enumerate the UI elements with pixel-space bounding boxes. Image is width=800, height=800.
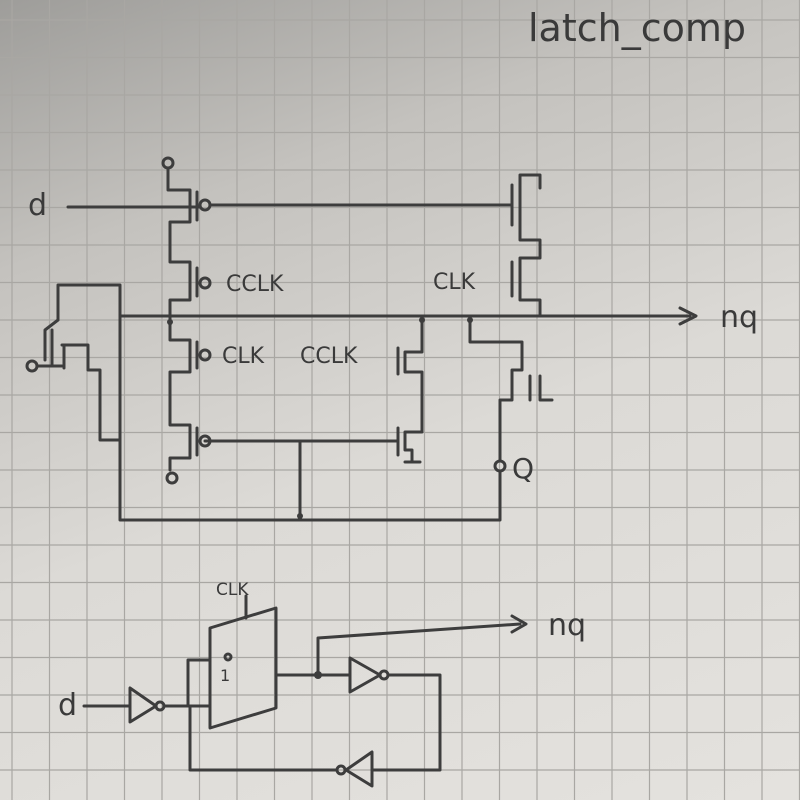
nq-out-arrow	[510, 614, 528, 634]
d-input-wire	[66, 203, 514, 209]
cclk-label-mid: CCLK	[300, 344, 358, 369]
mux-in0-wire	[186, 658, 212, 708]
nq-label-top: nq	[720, 300, 759, 335]
input-inverter	[128, 686, 158, 724]
d-input-label: d	[28, 188, 48, 223]
center-nmos	[403, 318, 424, 464]
mux-in1-label: 1	[220, 666, 231, 685]
clk-label-mux: CLK	[216, 580, 249, 600]
right-nmos-stack	[518, 173, 542, 318]
transistor-schematic	[25, 156, 698, 522]
clk-label-mid: CLK	[222, 344, 265, 369]
left-feedback-wire	[43, 283, 122, 368]
junction-dot	[297, 513, 303, 519]
bottom-return-wire	[118, 314, 502, 522]
mux-in0-mark	[223, 652, 233, 662]
nq-arrow	[678, 306, 698, 326]
left-transistor	[60, 343, 122, 442]
nq-out-wire	[316, 622, 522, 677]
feedback-right-wire	[370, 673, 442, 772]
mux-body	[208, 606, 278, 730]
pmos-cclk-bubble	[198, 276, 212, 290]
pmos-clk-bubble	[198, 348, 212, 362]
feedback-left-wire	[188, 704, 339, 772]
nq-label-bottom: nq	[548, 608, 587, 643]
cclk-label-top: CCLK	[226, 272, 284, 297]
q-label: Q	[512, 452, 535, 485]
right-q-stack	[468, 318, 524, 462]
gate-schematic	[82, 594, 528, 788]
clk-label-right: CLK	[433, 270, 476, 295]
q-terminal	[493, 459, 507, 473]
bottom-terminal	[165, 471, 179, 485]
d-input-label-bottom: d	[58, 688, 78, 723]
left-stack-rail-top	[166, 166, 192, 472]
junction-dot	[167, 319, 173, 325]
right-q-gates	[528, 374, 554, 402]
page-title: latch_comp	[528, 6, 746, 50]
output-inverter	[348, 656, 382, 694]
feedback-inverter	[344, 750, 374, 788]
